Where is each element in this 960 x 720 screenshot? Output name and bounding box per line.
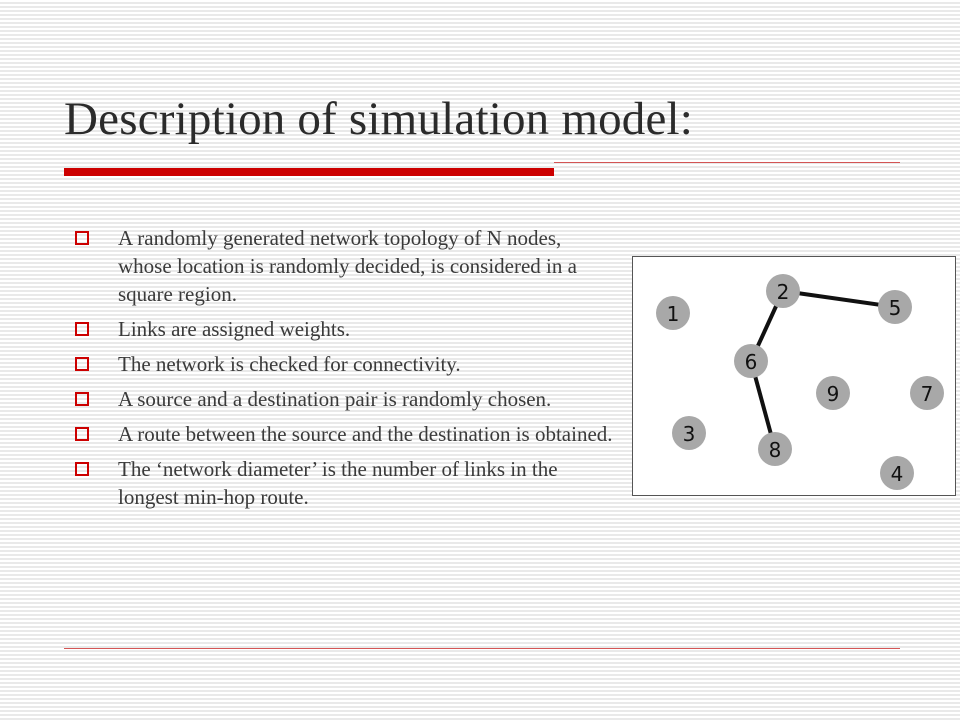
bullet-item: The network is checked for connectivity. [72, 350, 617, 378]
bullet-text: The network is checked for connectivity. [118, 352, 461, 376]
network-node-2: 2 [766, 274, 800, 308]
title-underline-thin [554, 162, 900, 163]
node-circle [766, 274, 800, 308]
node-circle [880, 456, 914, 490]
bullet-text: A route between the source and the desti… [118, 422, 613, 446]
network-node-3: 3 [672, 416, 706, 450]
node-circle [878, 290, 912, 324]
bullet-text: Links are assigned weights. [118, 317, 351, 341]
node-label: 1 [667, 302, 680, 326]
network-node-6: 6 [734, 344, 768, 378]
bullet-item: A route between the source and the desti… [72, 420, 617, 448]
node-circle [734, 344, 768, 378]
network-node-7: 7 [910, 376, 944, 410]
node-circle [758, 432, 792, 466]
bullet-text: The ‘network diameter’ is the number of … [118, 457, 558, 509]
node-label: 7 [921, 382, 934, 406]
square-bullet-icon [75, 231, 89, 245]
bullet-item: Links are assigned weights. [72, 315, 617, 343]
network-node-5: 5 [878, 290, 912, 324]
bullet-item: A source and a destination pair is rando… [72, 385, 617, 413]
square-bullet-icon [75, 427, 89, 441]
square-bullet-icon [75, 322, 89, 336]
node-label: 5 [889, 296, 902, 320]
square-bullet-icon [75, 392, 89, 406]
square-bullet-icon [75, 462, 89, 476]
node-label: 6 [745, 350, 758, 374]
network-link-2-5 [782, 289, 896, 309]
footer-rule [64, 648, 900, 649]
network-node-1: 1 [656, 296, 690, 330]
network-node-9: 9 [816, 376, 850, 410]
slide-title: Description of simulation model: [64, 93, 694, 145]
node-circle [656, 296, 690, 330]
network-node-4: 4 [880, 456, 914, 490]
network-topology-diagram: 1 2 3 4 5 6 7 8 9 [632, 256, 956, 496]
node-label: 4 [891, 462, 904, 486]
node-label: 8 [769, 438, 782, 462]
node-circle [910, 376, 944, 410]
bullet-list: A randomly generated network topology of… [72, 224, 617, 518]
node-circle [672, 416, 706, 450]
bullet-text: A randomly generated network topology of… [118, 226, 577, 306]
network-graph: 1 2 3 4 5 6 7 8 9 [656, 274, 944, 490]
bullet-item: The ‘network diameter’ is the number of … [72, 455, 617, 511]
square-bullet-icon [75, 357, 89, 371]
title-underline-thick [64, 168, 554, 176]
node-label: 9 [827, 382, 840, 406]
node-label: 2 [777, 280, 790, 304]
bullet-text: A source and a destination pair is rando… [118, 387, 552, 411]
node-circle [816, 376, 850, 410]
network-node-8: 8 [758, 432, 792, 466]
node-label: 3 [683, 422, 696, 446]
bullet-item: A randomly generated network topology of… [72, 224, 617, 308]
